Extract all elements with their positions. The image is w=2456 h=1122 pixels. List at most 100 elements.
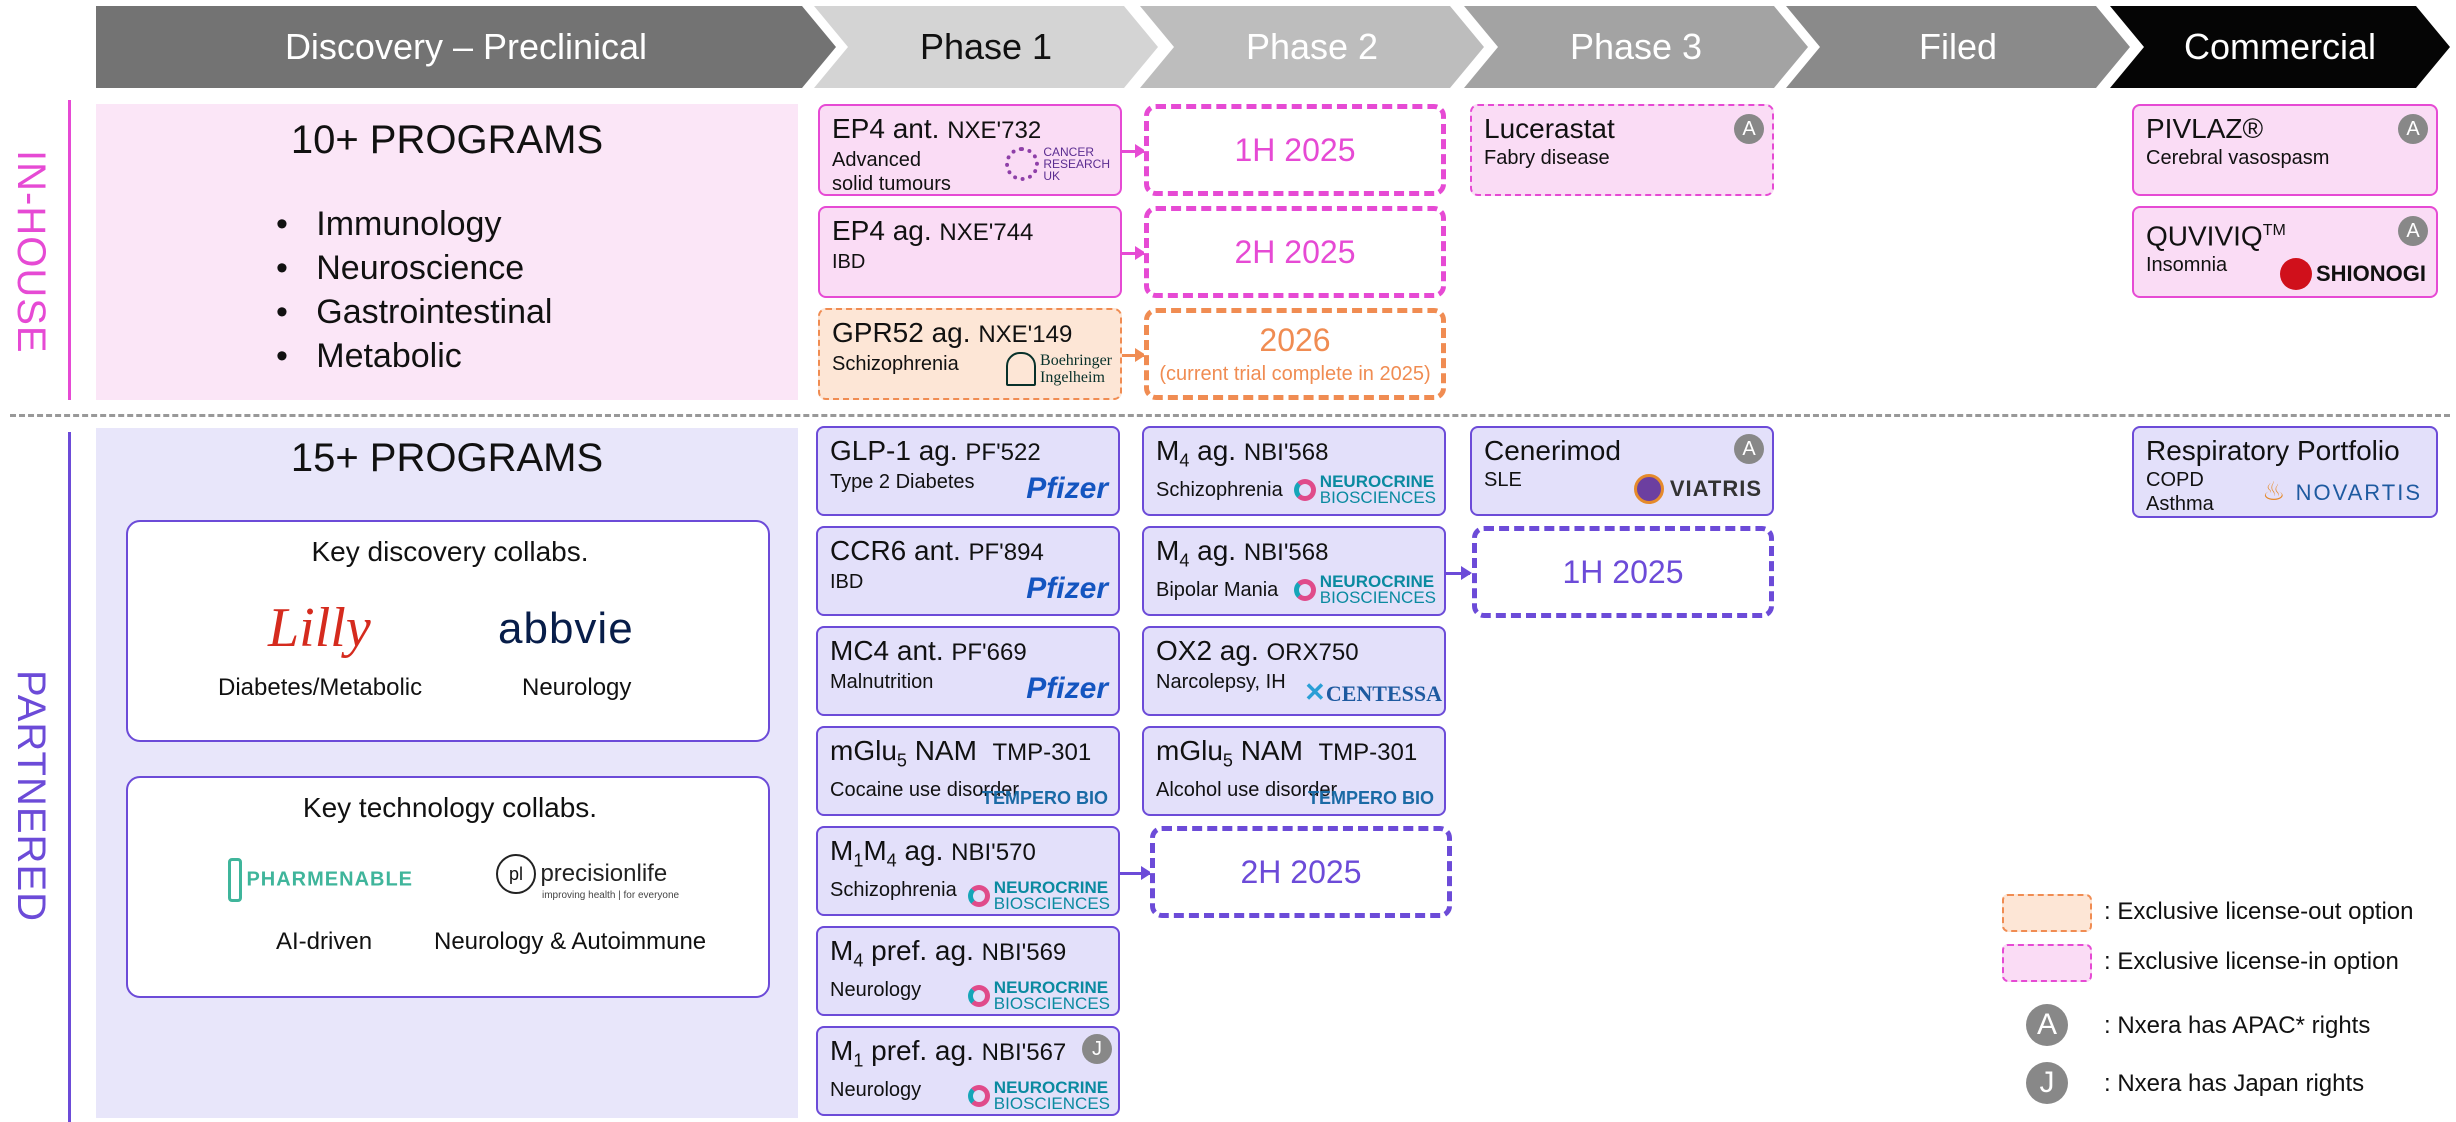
legend-license-out-swatch: [2002, 894, 2092, 932]
partnered-discovery-panel: 15+ PROGRAMS Key discovery collabs. Lill…: [96, 428, 798, 1118]
card-gpr52-ag[interactable]: GPR52 ag. NXE'149 Schizophrenia Boehring…: [818, 308, 1122, 400]
novartis-flame-icon: ♨: [2262, 476, 2288, 506]
phase-header-discovery: Discovery – Preclinical: [96, 6, 836, 88]
card-mc4-ant[interactable]: MC4 ant. PF'669 Malnutrition Pfizer: [816, 626, 1120, 716]
card-pivlaz[interactable]: PIVLAZ® Cerebral vasospasm A: [2132, 104, 2438, 196]
partnered-programs-title: 15+ PROGRAMS: [290, 436, 604, 480]
shionogi-logo: SHIONOGI: [2279, 258, 2426, 290]
pfizer-logo: Pfizer: [1026, 672, 1108, 705]
apac-rights-badge: A: [2398, 114, 2428, 144]
card-m4-pref-ag[interactable]: M4 pref. ag. NBI'569 Neurology NEUROCRIN…: [816, 926, 1120, 1016]
indication: Narcolepsy, IH: [1156, 671, 1286, 693]
bullet-item: • Gastrointestinal: [276, 293, 553, 331]
apac-rights-badge: A: [1734, 434, 1764, 464]
readout-2h2025-m1m4: 2H 2025: [1150, 826, 1452, 918]
tech-collabs-heading: Key technology collabs.: [302, 792, 598, 823]
card-m1m4-ag[interactable]: M1M4 ag. NBI'570 Schizophrenia NEUROCRIN…: [816, 826, 1120, 916]
pharmenable-logo: PHARMENABLE: [228, 858, 413, 902]
drug-name: EP4 ant. NXE'732: [832, 113, 1042, 144]
inhouse-side-line: [68, 100, 71, 400]
drug-name: QUVIVIQTM: [2146, 220, 2286, 252]
card-respiratory-portfolio[interactable]: Respiratory Portfolio COPD Asthma ♨ NOVA…: [2132, 426, 2438, 518]
indication: Bipolar Mania: [1156, 578, 1279, 601]
bullet-item: • Immunology: [276, 205, 502, 243]
bullet-text: Gastrointestinal: [316, 293, 553, 331]
legend-license-in-text: : Exclusive license-in option: [2104, 948, 2399, 975]
phase-header-phase1: Phase 1: [814, 6, 1158, 88]
shionogi-mark-icon: [2279, 258, 2312, 290]
bullet-item: • Neuroscience: [276, 249, 525, 287]
indication: Schizophrenia: [830, 878, 957, 901]
drug-name: Lucerastat: [1484, 113, 1615, 144]
precisionlife-tagline: improving health | for everyone: [542, 890, 680, 901]
tempero-bio-logo: TEMPERO BIO: [1307, 788, 1434, 808]
phase-label: Phase 2: [1245, 26, 1379, 67]
drug-name: GPR52 ag. NXE'149: [832, 317, 1073, 348]
indication: Malnutrition: [830, 671, 934, 693]
pharmenable-wordmark: PHARMENABLE: [246, 868, 414, 891]
drug-name: M4 ag. NBI'568: [1156, 535, 1329, 571]
indication: Neurology: [830, 978, 922, 1001]
card-ep4-ant[interactable]: EP4 ant. NXE'732 Advanced solid tumours …: [818, 104, 1122, 196]
card-ox2-ag[interactable]: OX2 ag. ORX750 Narcolepsy, IH ✕CENTESSA: [1142, 626, 1446, 716]
drug-name: GLP-1 ag. PF'522: [830, 435, 1041, 466]
phase-header-commercial: Commercial: [2110, 6, 2450, 88]
discovery-collabs-heading: Key discovery collabs.: [311, 536, 589, 567]
arrow-right-icon: [1120, 866, 1152, 880]
section-divider: [10, 414, 2450, 417]
readout-2h2025-ep4ag: 2H 2025: [1144, 206, 1446, 298]
card-lucerastat[interactable]: Lucerastat Fabry disease A: [1470, 104, 1774, 196]
pfizer-logo: Pfizer: [1026, 472, 1108, 505]
card-mglu5-cocaine[interactable]: mGlu5 NAM TMP-301 Cocaine use disorder T…: [816, 726, 1120, 816]
novartis-logo: ♨ NOVARTIS: [2262, 476, 2422, 506]
inhouse-label: IN-HOUSE: [9, 150, 53, 354]
phase-label: Phase 1: [919, 26, 1053, 67]
bullet-text: Metabolic: [316, 337, 462, 375]
drug-name: Respiratory Portfolio: [2146, 435, 2400, 466]
precisionlife-pl-icon: pl: [496, 854, 536, 894]
card-quviviq[interactable]: QUVIVIQTM Insomnia A SHIONOGI: [2132, 206, 2438, 298]
phase-label: Phase 3: [1569, 26, 1703, 67]
legend-japan-badge: J: [2026, 1062, 2068, 1104]
drug-name: EP4 ag. NXE'744: [832, 215, 1034, 246]
drug-name: M1M4 ag. NBI'570: [830, 835, 1036, 871]
neurocrine-ring-icon: [1293, 479, 1316, 501]
viatris-globe-icon: [1633, 474, 1664, 504]
card-ep4-ag[interactable]: EP4 ag. NXE'744 IBD: [818, 206, 1122, 298]
japan-rights-badge: J: [1082, 1034, 1112, 1064]
card-ccr6-ant[interactable]: CCR6 ant. PF'894 IBD Pfizer: [816, 526, 1120, 616]
arrow-right-icon: [1122, 144, 1146, 158]
indication: Cocaine use disorder: [830, 778, 1019, 801]
card-m1-pref-ag[interactable]: M1 pref. ag. NBI'567 Neurology J NEUROCR…: [816, 1026, 1120, 1116]
card-cenerimod[interactable]: Cenerimod SLE A VIATRIS: [1470, 426, 1774, 516]
indication: Schizophrenia: [832, 353, 959, 375]
phase-label: Discovery – Preclinical: [284, 26, 648, 67]
legend-license-in-swatch: [2002, 944, 2092, 982]
centessa-logo: ✕CENTESSA: [1304, 678, 1442, 707]
phase-label: Filed: [1918, 26, 1998, 67]
legend-japan-text: : Nxera has Japan rights: [2104, 1070, 2365, 1097]
neurocrine-ring-icon: [967, 1085, 990, 1107]
legend-apac-text: : Nxera has APAC* rights: [2104, 1012, 2371, 1039]
bullet-item: • Metabolic: [276, 337, 462, 375]
indication: IBD: [830, 571, 864, 593]
precisionlife-wordmark: precisionlife: [540, 860, 668, 887]
indication: Cerebral vasospasm: [2146, 147, 2330, 169]
discovery-collabs-box: Key discovery collabs. Lilly abbvie Diab…: [126, 520, 770, 742]
lilly-logo: Lilly: [268, 597, 371, 659]
phase-header-filed: Filed: [1786, 6, 2130, 88]
indication: Insomnia: [2146, 254, 2228, 277]
indication: Fabry disease: [1484, 147, 1610, 169]
card-glp1-ag[interactable]: GLP-1 ag. PF'522 Type 2 Diabetes Pfizer: [816, 426, 1120, 516]
indication: COPD: [2146, 469, 2204, 491]
cancer-research-dots-icon: [1005, 147, 1040, 181]
readout-1h2025-bipolar: 1H 2025: [1472, 526, 1774, 618]
precisionlife-logo: pl precisionlife improving health | for …: [496, 854, 679, 901]
card-mglu5-alcohol[interactable]: mGlu5 NAM TMP-301 Alcohol use disorder T…: [1142, 726, 1446, 816]
indication: SLE: [1484, 469, 1522, 491]
